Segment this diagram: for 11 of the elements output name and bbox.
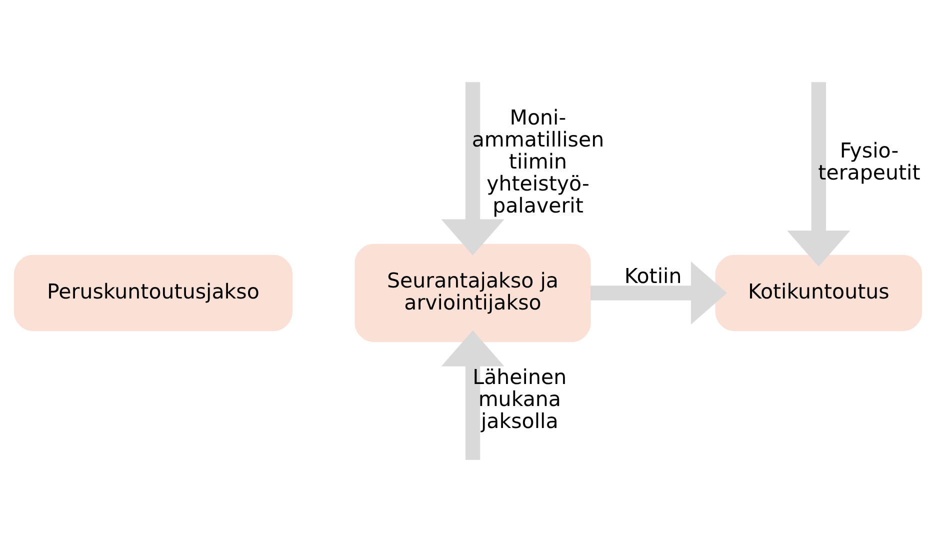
- arrow: [441, 330, 504, 460]
- edge-label: Moni- ammatillisen tiimin yhteistyö- palaverit: [472, 106, 604, 218]
- edge-label: Kotiin: [624, 264, 682, 288]
- arrow: [787, 82, 850, 267]
- node-box: Kotikuntoutus: [715, 254, 922, 332]
- arrow: [590, 261, 727, 325]
- edge-label: Läheinen mukana jaksolla: [472, 365, 567, 434]
- node-box: Peruskuntoutusjakso: [14, 254, 292, 332]
- edge-label: Fysio- terapeutit: [818, 138, 920, 185]
- node-box: Seurantajakso ja arviointijakso: [354, 244, 591, 342]
- arrow: [441, 82, 504, 256]
